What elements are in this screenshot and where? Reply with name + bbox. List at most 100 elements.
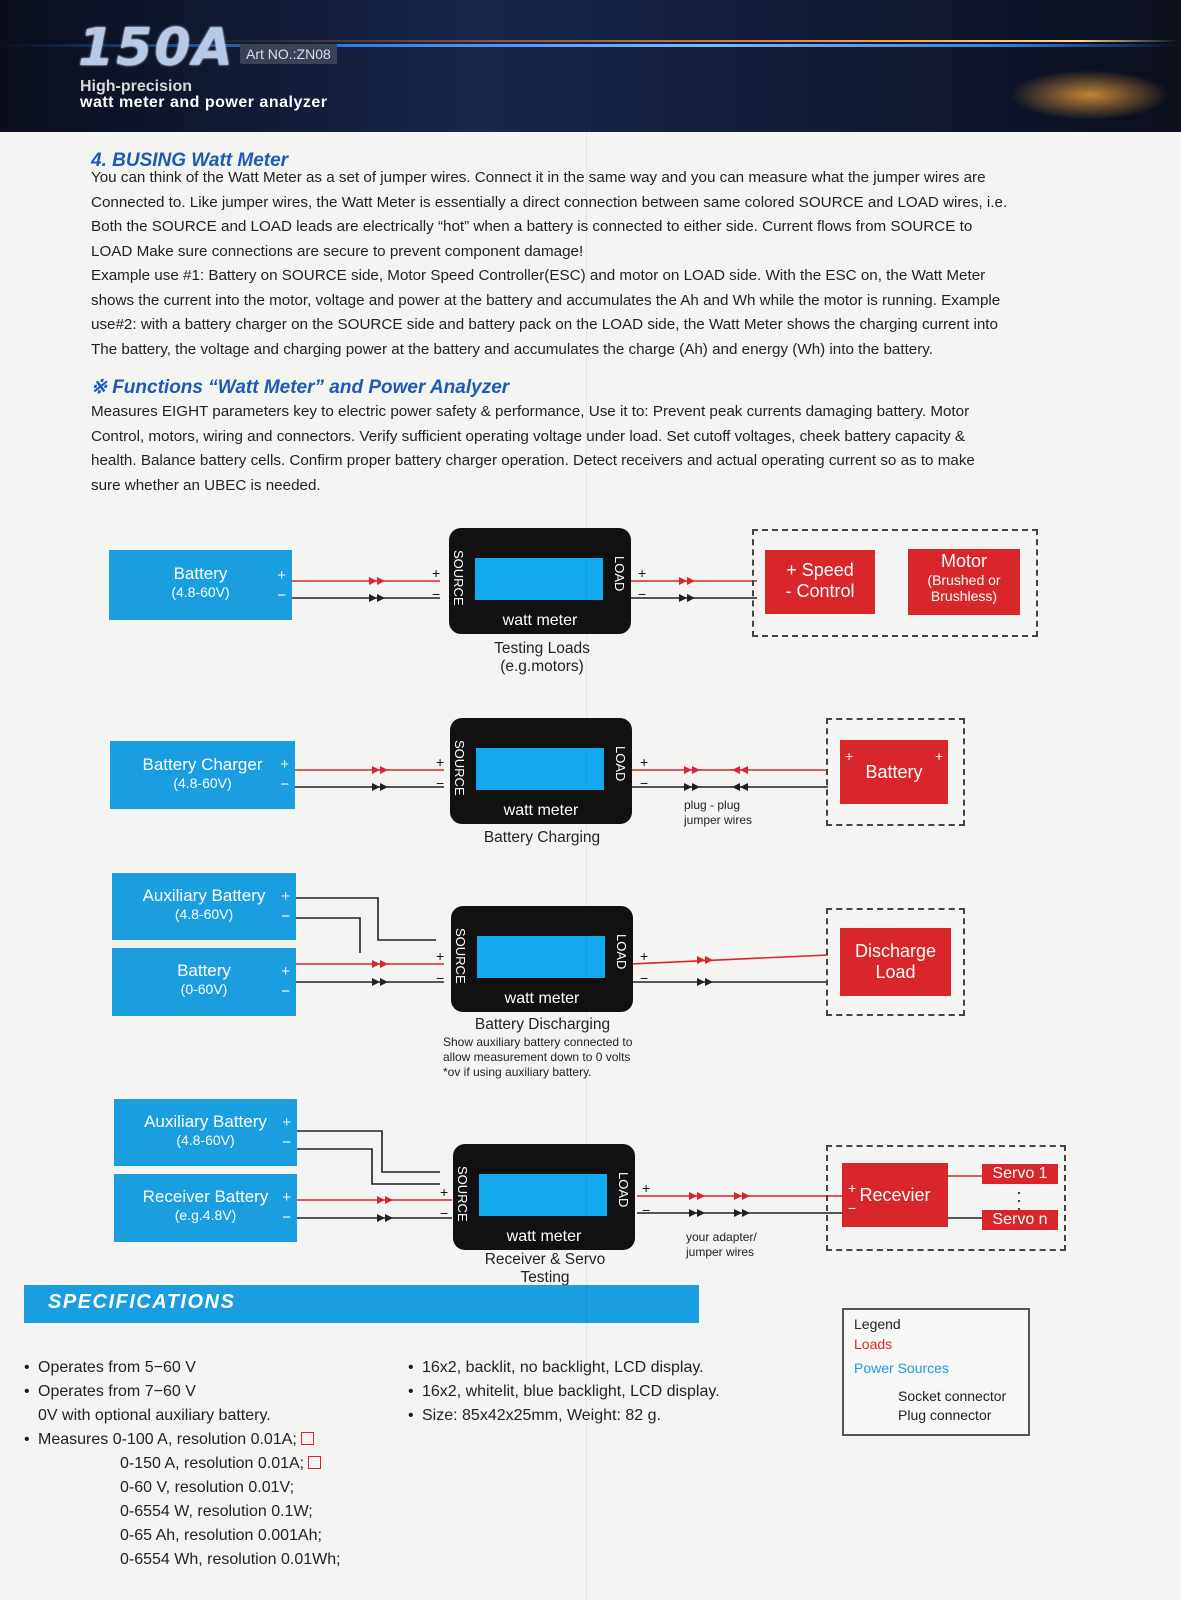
adapter-note: your adapter/ jumper wires xyxy=(686,1230,757,1260)
plus-sign: + xyxy=(432,565,441,581)
note-line: plug - plug xyxy=(684,798,741,812)
spec-item: 0-6554 W, resolution 0.1W; xyxy=(120,1503,313,1520)
checkbox-icon xyxy=(308,1456,322,1469)
section-busing-text: You can think of the Watt Meter as a set… xyxy=(91,166,1101,362)
receiver-battery-box: Receiver Battery (e.g.4.8V) + − xyxy=(114,1174,297,1242)
box-range: (4.8-60V) xyxy=(173,775,232,791)
product-logo: 150A xyxy=(78,18,235,78)
minus-sign: − xyxy=(282,1209,291,1226)
ellipsis-dots-icon: ··· xyxy=(1016,1182,1022,1218)
plus-sign: + xyxy=(282,1189,291,1206)
legend-box: Legend Loads Power Sources Socket connec… xyxy=(842,1308,1030,1436)
note-line: your adapter/ xyxy=(686,1230,757,1244)
minus-sign: − xyxy=(848,1200,857,1216)
plus-sign: + xyxy=(640,754,649,770)
tagline-line-2: watt meter and power analyzer xyxy=(80,94,328,111)
spec-item: 0-65 Ah, resolution 0.001Ah; xyxy=(120,1527,322,1544)
box-label: Recevier xyxy=(859,1185,931,1205)
minus-sign: − xyxy=(277,587,286,604)
plus-sign: + xyxy=(640,948,649,964)
tagline-line-1: High-precision xyxy=(80,78,193,95)
load-label: LOAD xyxy=(613,746,628,782)
minus-sign: − xyxy=(281,908,290,925)
text-line: You can think of the Watt Meter as a set… xyxy=(91,169,986,186)
text-line: Control, motors, wiring and connectors. … xyxy=(91,427,966,445)
servo-1-box: Servo 1 xyxy=(982,1164,1058,1184)
text-line: Both the SOURCE and LOAD leads are elect… xyxy=(91,218,973,235)
checkbox-icon xyxy=(300,1432,314,1445)
box-label: Discharge xyxy=(854,941,937,961)
source-label: SOURCE xyxy=(455,1166,470,1222)
minus-sign: − xyxy=(638,586,647,602)
plug-note: plug - plug jumper wires xyxy=(684,798,752,828)
specifications-title: SPECIFICATIONS xyxy=(48,1291,236,1313)
spec-item: •Operates from 7−60 V xyxy=(24,1383,196,1400)
spec-item: •16x2, whitelit, blue backlight, LCD dis… xyxy=(408,1383,720,1400)
plus-sign: + xyxy=(281,963,290,980)
note-line: allow measurement down to 0 volts xyxy=(443,1050,631,1064)
battery-source-box: Battery (0-60V) + − xyxy=(112,948,296,1016)
plus-sign: + xyxy=(642,1180,651,1196)
receiver-box: Recevier xyxy=(842,1163,948,1227)
spec-item: 0-6554 Wh, resolution 0.01Wh; xyxy=(120,1551,341,1568)
minus-sign: − xyxy=(280,776,289,793)
box-range: (e.g.4.8V) xyxy=(174,1207,237,1223)
legend-power-sources: Power Sources xyxy=(854,1360,949,1376)
spec-item: •Measures 0-100 A, resolution 0.01A; xyxy=(24,1428,404,1452)
spec-item: 0-150 A, resolution 0.01A; xyxy=(24,1452,404,1476)
box-range: (4.8-60V) xyxy=(171,584,230,600)
specifications-header-bar: SPECIFICATIONS xyxy=(24,1285,699,1323)
battery-source-box: Battery (4.8-60V) + − xyxy=(109,550,292,620)
spec-item: •Operates from 5−60 V xyxy=(24,1359,196,1376)
plus-sign: + xyxy=(282,1114,291,1131)
minus-sign: − xyxy=(642,1202,651,1218)
source-label: SOURCE xyxy=(451,550,466,606)
box-label: + Speed xyxy=(786,560,854,580)
box-label: Load xyxy=(875,962,916,982)
box-sub: (Brushed or xyxy=(927,572,1001,588)
section-functions-title: ※ Functions “Watt Meter” and Power Analy… xyxy=(91,377,510,398)
motor-box: Motor (Brushed or Brushless) xyxy=(908,549,1020,615)
speed-control-box: + Speed - Control xyxy=(765,550,875,614)
spec-item: 0V with optional auxiliary battery. xyxy=(38,1407,271,1424)
note-line: jumper wires xyxy=(684,813,753,827)
caption-testing-loads: Testing Loads (e.g.motors) xyxy=(470,640,614,676)
load-label: LOAD xyxy=(614,934,629,970)
caption-line: Testing xyxy=(520,1269,570,1286)
box-label: Battery Charger xyxy=(142,755,263,774)
specs-left-list: •Operates from 5−60 V •Operates from 7−6… xyxy=(24,1356,404,1572)
section-busing-title: 4. BUSING Watt Meter xyxy=(91,150,289,171)
plus-sign: + xyxy=(845,748,854,764)
box-range: (0-60V) xyxy=(180,981,228,997)
spec-item: 0-60 V, resolution 0.01V; xyxy=(120,1479,295,1496)
plus-sign: + xyxy=(277,567,286,584)
spec-item: •Size: 85x42x25mm, Weight: 82 g. xyxy=(408,1407,661,1424)
text-line: health. Balance battery cells. Confirm p… xyxy=(91,452,975,469)
load-label: LOAD xyxy=(612,556,627,592)
caption-receiver-testing: Receiver & Servo Testing xyxy=(470,1251,620,1287)
caption-battery-discharging: Battery Discharging xyxy=(474,1016,611,1033)
box-label: Receiver Battery xyxy=(142,1187,269,1206)
discharge-load-outline xyxy=(826,908,965,1016)
box-label: Battery xyxy=(177,961,231,980)
spec-item: •16x2, backlit, no backlight, LCD displa… xyxy=(408,1359,704,1376)
text-line: Measures EIGHT parameters key to electri… xyxy=(91,403,970,420)
text-line: sure whether an UBEC is needed. xyxy=(91,476,321,494)
paper-fold-line xyxy=(586,132,587,1600)
text-line: LOAD Make sure connections are secure to… xyxy=(91,242,584,260)
watt-meter-device: SOURCE LOAD watt meter xyxy=(449,528,631,634)
source-label: SOURCE xyxy=(452,740,467,796)
plus-sign: + xyxy=(436,948,445,964)
minus-sign: − xyxy=(432,586,441,602)
text-line: shows the current into the motor, voltag… xyxy=(91,291,1001,309)
lcd-screen xyxy=(479,1174,607,1216)
plus-sign: + xyxy=(935,748,944,764)
box-range: (4.8-60V) xyxy=(174,906,234,922)
note-line: Show auxiliary battery connected to xyxy=(443,1035,633,1049)
battery-load-outline xyxy=(826,718,965,826)
watt-meter-device: SOURCE LOAD watt meter xyxy=(451,906,633,1012)
text-line: use#2: with a battery charger on the SOU… xyxy=(91,316,998,333)
text-line: Example use #1: Battery on SOURCE side, … xyxy=(91,267,986,284)
minus-sign: − xyxy=(436,970,445,986)
box-label: Motor xyxy=(940,551,987,571)
